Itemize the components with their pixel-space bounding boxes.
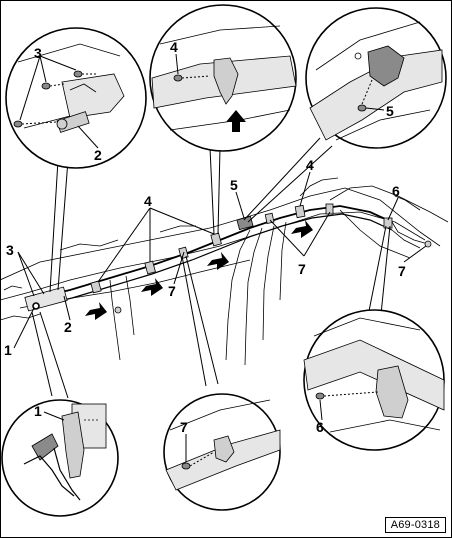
callout-5-detail: 5 — [386, 103, 394, 119]
detail-view-connector — [1, 399, 119, 517]
callout-3-main: 3 — [6, 242, 14, 258]
callout-4-detail: 4 — [170, 39, 178, 55]
callout-7-main-a: 7 — [168, 283, 176, 299]
callout-4-main-left: 4 — [144, 193, 152, 209]
callout-5-main: 5 — [230, 177, 238, 193]
figure-reference-code: A69-0318 — [384, 517, 446, 533]
detail-view-rear-clip — [303, 309, 445, 451]
callout-2-main: 2 — [64, 319, 72, 335]
callout-1-main: 1 — [4, 342, 12, 358]
callout-2-detail: 2 — [94, 147, 102, 163]
callout-7-detail: 7 — [180, 419, 188, 435]
callout-7-main-c: 7 — [398, 263, 406, 279]
leader-lines — [13, 137, 427, 399]
callout-6-main: 6 — [392, 183, 400, 199]
detail-view-rear-bolt — [305, 7, 447, 149]
detail-view-roof-clip — [149, 4, 297, 152]
callout-6-detail: 6 — [316, 419, 324, 435]
detail-view-gas-generator-bolts — [5, 27, 147, 169]
callout-7-main-b: 7 — [298, 261, 306, 277]
callout-4-main-right: 4 — [306, 157, 314, 173]
callout-1-detail: 1 — [34, 403, 42, 419]
vehicle-roof-frame — [0, 177, 449, 366]
callout-3-detail: 3 — [34, 45, 42, 61]
detail-view-front-bolt — [163, 393, 281, 511]
